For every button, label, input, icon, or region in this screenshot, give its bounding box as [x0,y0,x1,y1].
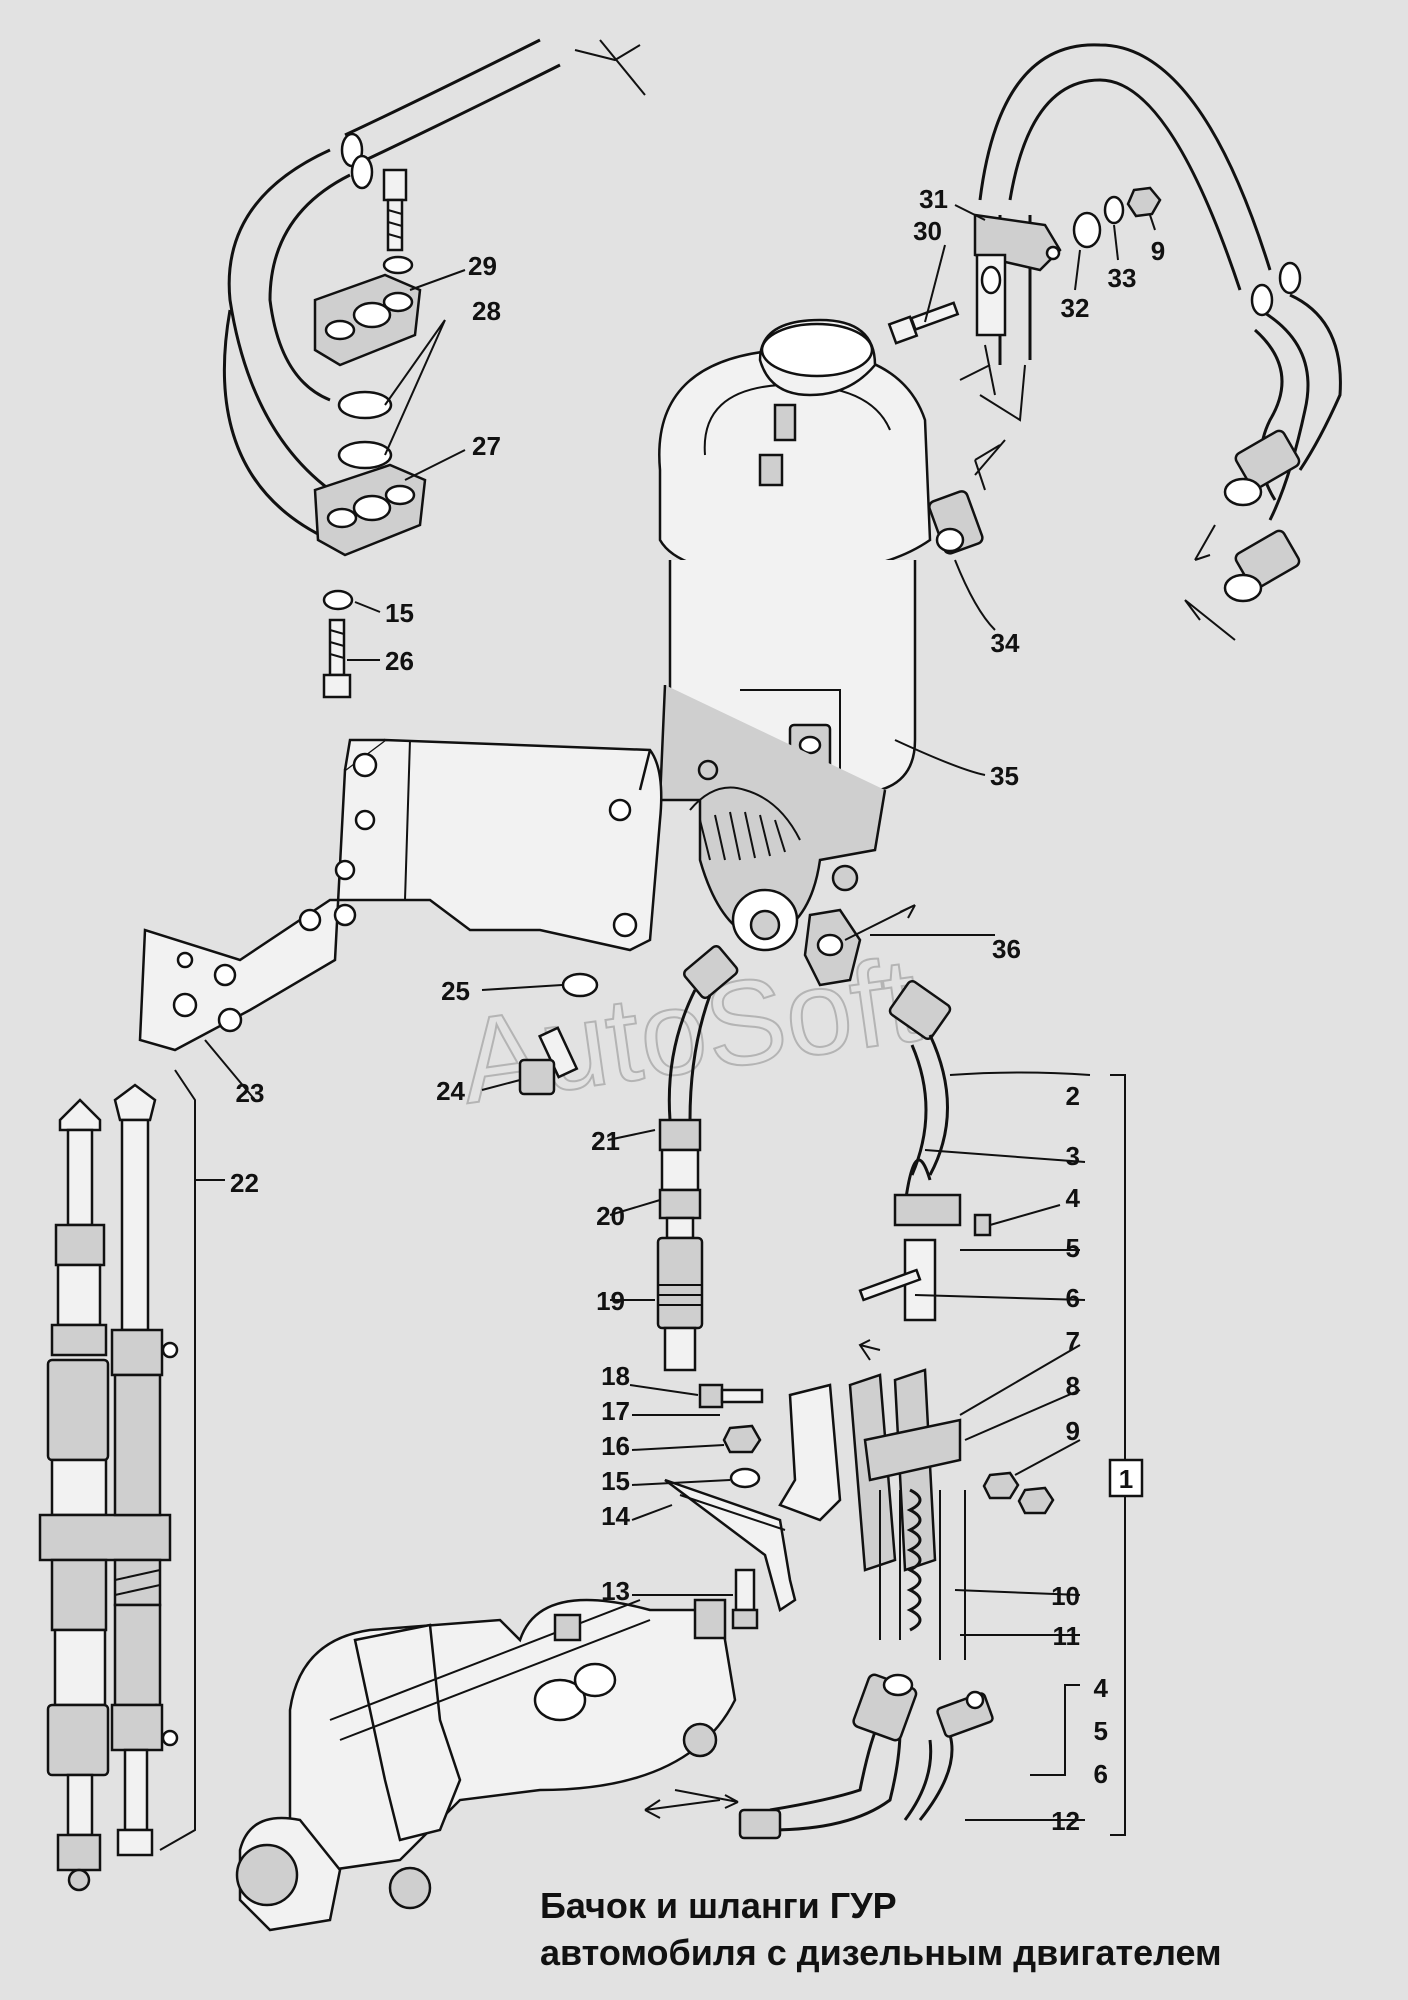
callout-7: 7 [1066,1326,1080,1356]
callout-30: 30 [913,216,942,246]
callout-12: 12 [1051,1806,1080,1836]
callout-36: 36 [992,934,1021,964]
callout-34: 34 [991,628,1020,658]
nut-16 [722,1424,762,1454]
callout-10: 10 [1051,1581,1080,1611]
mount-bracket-14 [629,1383,842,1630]
callout-35: 35 [990,761,1019,791]
bolt-24-washer-25 [481,972,599,1096]
title-line-1: Бачок и шланги ГУР [540,1885,897,1926]
bolt-26 [322,673,352,699]
reservoir-assembly [658,318,1006,952]
callout-31: 31 [919,184,948,214]
group-1-bracket: 1 [1030,1074,1144,1836]
spring-washer-33 [1103,195,1125,225]
group-box [1108,1458,1144,1498]
callout-15: 15 [601,1466,630,1496]
group-box-label: 1 [1119,1464,1133,1494]
upper-right-hose-assembly [887,43,1342,641]
clamp-7 [863,1418,962,1482]
washer-32 [1072,211,1102,249]
callout-26: 26 [385,646,414,676]
callout-5: 5 [1066,1233,1080,1263]
nut-9 [1126,186,1162,218]
fitting-right-upper [1234,429,1301,490]
bracket-23 [138,738,663,1101]
upper-left-hose-assembly [222,38,646,699]
callout-11: 11 [1053,1621,1081,1651]
callout-15-top: 15 [385,598,414,628]
clamp-upper [110,1328,164,1377]
bolt-head [382,168,408,202]
nut-9b [982,1471,1020,1500]
callout-3: 3 [1066,1141,1080,1171]
callout-18: 18 [601,1361,630,1391]
callout-29: 29 [468,251,497,281]
callout-9-top: 9 [1151,236,1165,266]
fitting-right-lower [1234,529,1301,590]
return-hose-3 [803,904,1091,1322]
clamp-lower [110,1703,164,1752]
callout-32: 32 [1061,293,1090,323]
callout-23: 23 [236,1078,265,1108]
callout-28: 28 [472,296,501,326]
callout-16: 16 [601,1431,630,1461]
callout-5-bottom: 5 [1094,1716,1108,1746]
callout-8: 8 [1066,1371,1080,1401]
o-ring-lower [337,440,393,470]
o-ring-upper [337,390,393,420]
callout-20: 20 [596,1201,625,1231]
spring-washer [382,255,414,275]
pressure-hose-21 [607,944,739,1372]
callout-6-bottom: 6 [1094,1759,1108,1789]
callout-21: 21 [591,1126,620,1156]
callout-17: 17 [601,1396,630,1426]
pitman-arm [353,1623,462,1842]
callout-25: 25 [441,976,470,1006]
hose-detail-22 [38,1069,225,1892]
spring-washer-15 [322,589,354,611]
callout-27: 27 [472,431,501,461]
callout-4-bottom: 4 [1094,1673,1109,1703]
callout-2: 2 [1066,1081,1080,1111]
callout-4: 4 [1066,1183,1081,1213]
callout-22: 22 [230,1168,259,1198]
callout-33: 33 [1108,263,1137,293]
twin-hose-assembly [848,1339,1081,1660]
nut-4 [973,1213,992,1237]
callout-19: 19 [596,1286,625,1316]
callout-labels: 2 3 4 5 6 7 8 9 10 11 12 13 14 15 16 17 … [230,184,1165,1836]
clamp-middle [38,1513,172,1562]
callout-13: 13 [601,1576,630,1606]
callout-6: 6 [1066,1283,1080,1313]
title-line-2: автомобиля с дизельным двигателем [540,1932,1222,1973]
callout-9: 9 [1066,1416,1080,1446]
steering-gear [235,1598,1085,1932]
callout-14: 14 [601,1501,630,1531]
callout-24: 24 [436,1076,465,1106]
